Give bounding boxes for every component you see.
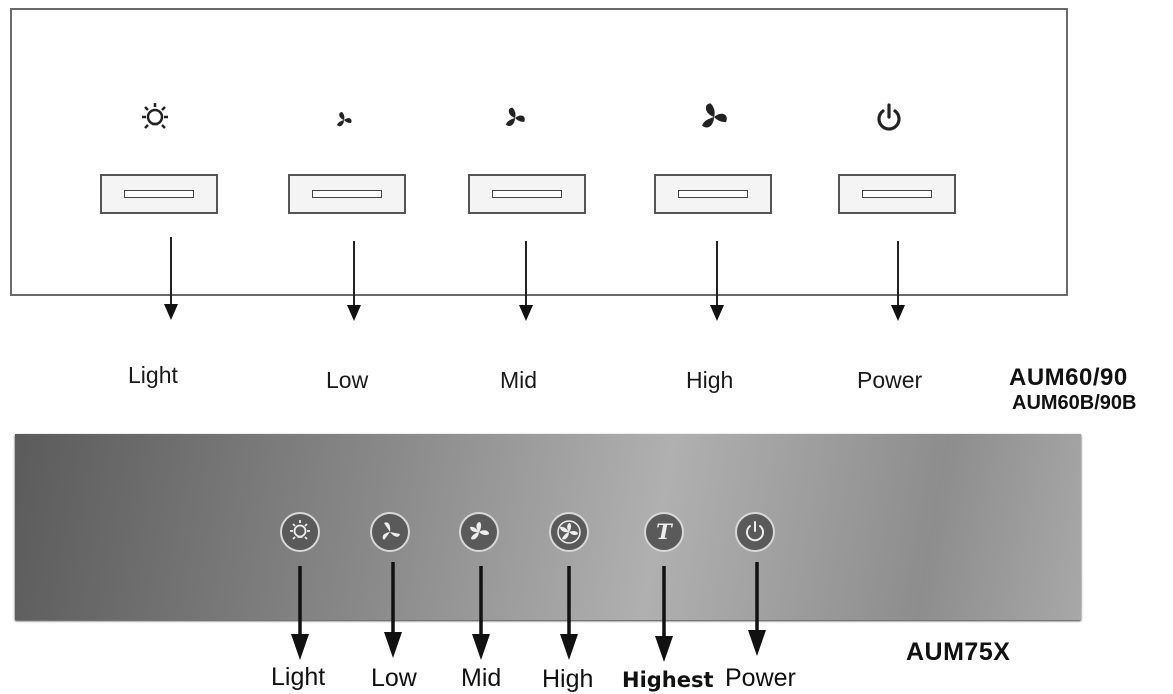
arrows-bottom: [291, 562, 766, 662]
light-button[interactable]: [100, 174, 218, 214]
light-icon: [290, 520, 310, 540]
label-light: Light: [271, 663, 326, 691]
light-button-round[interactable]: [280, 512, 320, 552]
label-power: Power: [857, 367, 923, 393]
fan-high-icon: [557, 520, 581, 544]
label-high: High: [542, 665, 594, 693]
mid-button-round[interactable]: [459, 512, 499, 552]
low-button[interactable]: [288, 174, 406, 214]
label-power: Power: [725, 664, 796, 692]
label-low: Low: [371, 664, 417, 692]
label-mid: Mid: [461, 664, 502, 692]
power-button[interactable]: [838, 174, 956, 214]
model-name-aum75x: AUM75X: [906, 638, 1011, 666]
fan-mid-icon: [470, 522, 489, 540]
fan-mid-icon: [505, 107, 525, 127]
mid-button[interactable]: [468, 174, 586, 214]
model-name-primary: AUM60/90: [1009, 364, 1128, 391]
power-button-round[interactable]: [735, 512, 775, 552]
fan-low-icon: [382, 522, 400, 540]
high-button-round[interactable]: [549, 512, 589, 552]
low-button-round[interactable]: [370, 512, 410, 552]
fan-low-icon: [337, 112, 352, 127]
control-panel-aum75x: [15, 434, 1081, 620]
power-icon: [877, 103, 901, 131]
arrows-top: [164, 237, 905, 321]
label-low: Low: [326, 367, 369, 393]
label-mid: Mid: [500, 367, 538, 393]
label-highest: Highest: [622, 668, 714, 692]
highest-button-round[interactable]: T: [644, 512, 684, 552]
label-light: Light: [128, 362, 178, 388]
control-panel-aum60: [10, 8, 1068, 296]
fan-highest-icon: T: [656, 519, 672, 544]
light-icon: [142, 103, 168, 129]
label-high: High: [686, 367, 734, 393]
fan-high-icon: [702, 103, 727, 128]
power-icon: [746, 521, 764, 542]
high-button[interactable]: [654, 174, 772, 214]
model-name-secondary: AUM60B/90B: [1012, 392, 1137, 414]
